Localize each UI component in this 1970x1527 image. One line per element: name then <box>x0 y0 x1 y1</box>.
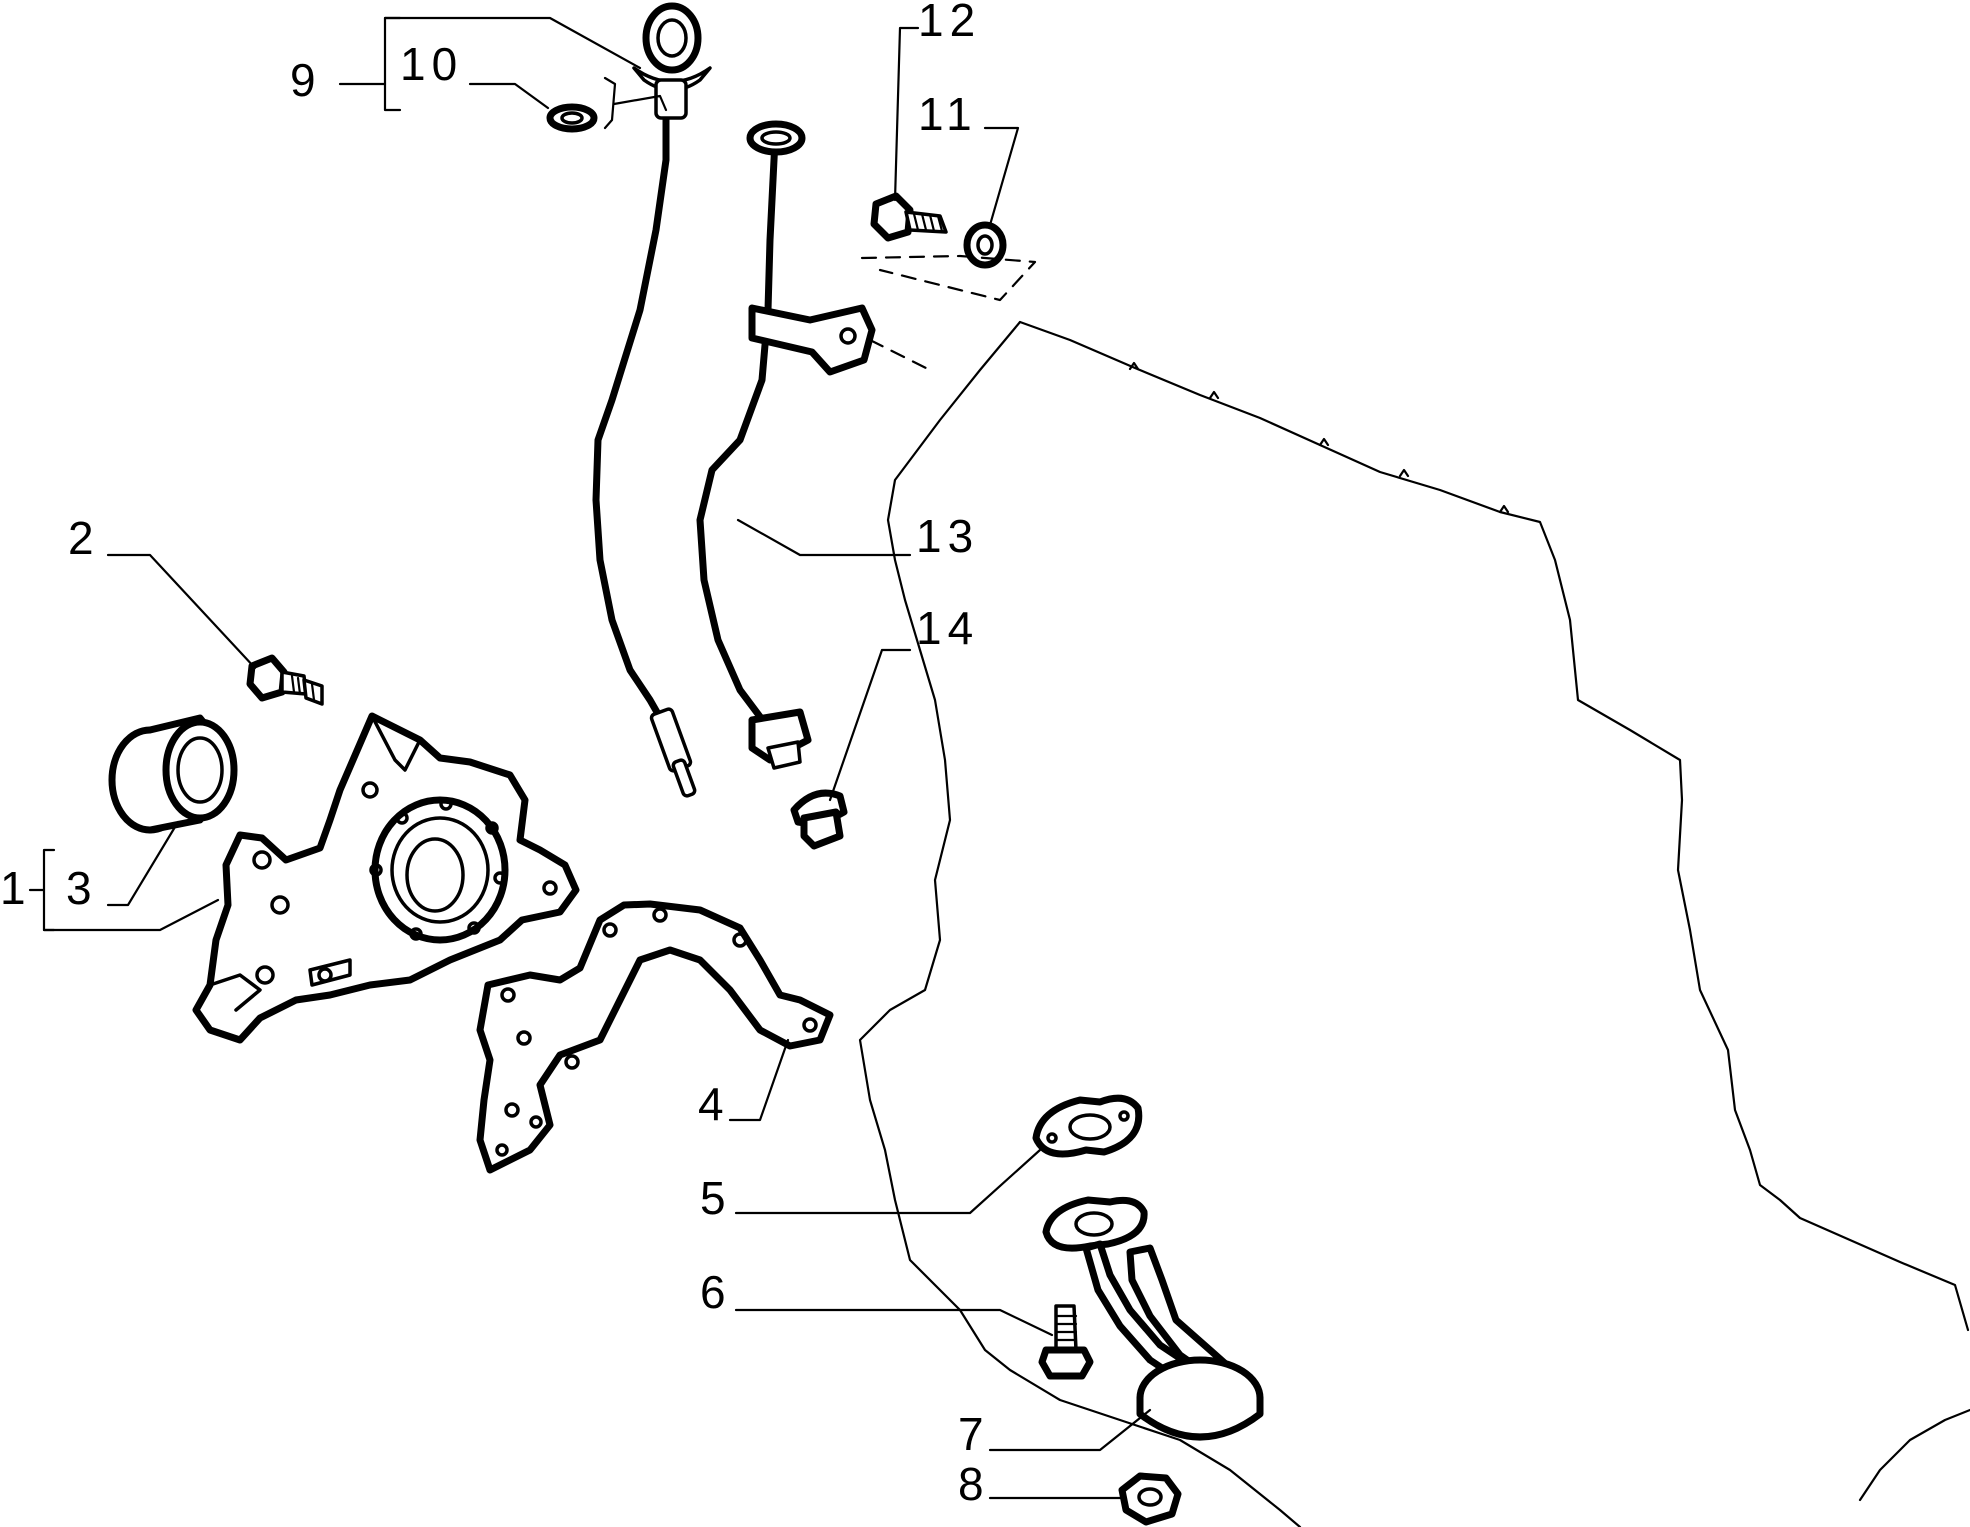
oil-pickup-part-7 <box>1042 1196 1264 1441</box>
callout-3: 3 <box>66 862 98 914</box>
callout-2: 2 <box>68 512 100 564</box>
callout-11: 11 <box>918 88 978 140</box>
callout-8: 8 <box>958 1458 990 1510</box>
pickup-gasket-part-5 <box>1032 1094 1143 1158</box>
bolt-part-12 <box>870 192 948 242</box>
washer-part-11 <box>963 221 1007 269</box>
callout-7: 7 <box>958 1408 990 1460</box>
guide-tube-part-13 <box>696 120 876 770</box>
stud-bolt-part-2 <box>246 654 324 706</box>
callout-10: 10 <box>400 38 463 90</box>
callout-12: 12 <box>918 0 981 46</box>
callout-14: 14 <box>916 602 979 654</box>
bolt-part-6 <box>1038 1304 1094 1380</box>
callout-4: 4 <box>698 1078 730 1130</box>
callout-6: 6 <box>700 1266 732 1318</box>
dipstick-part-9 <box>592 2 712 798</box>
leader-lines <box>28 16 1152 1500</box>
front-cover-part-1 <box>192 712 580 1044</box>
callout-labels: 9 10 12 11 13 14 2 1 3 4 5 6 7 8 <box>0 0 990 1510</box>
o-ring-part-10 <box>546 103 598 133</box>
oil-seal-part-3 <box>108 714 238 834</box>
assembly-guide-lines <box>860 254 1037 372</box>
callout-5: 5 <box>700 1172 732 1224</box>
callout-13: 13 <box>916 510 979 562</box>
nut-part-8 <box>1118 1472 1182 1526</box>
engine-block-outline <box>858 320 1970 1527</box>
gasket-part-4 <box>476 900 834 1174</box>
callout-1: 1 <box>0 862 32 914</box>
callout-9: 9 <box>290 54 322 106</box>
plug-part-14 <box>790 789 848 850</box>
